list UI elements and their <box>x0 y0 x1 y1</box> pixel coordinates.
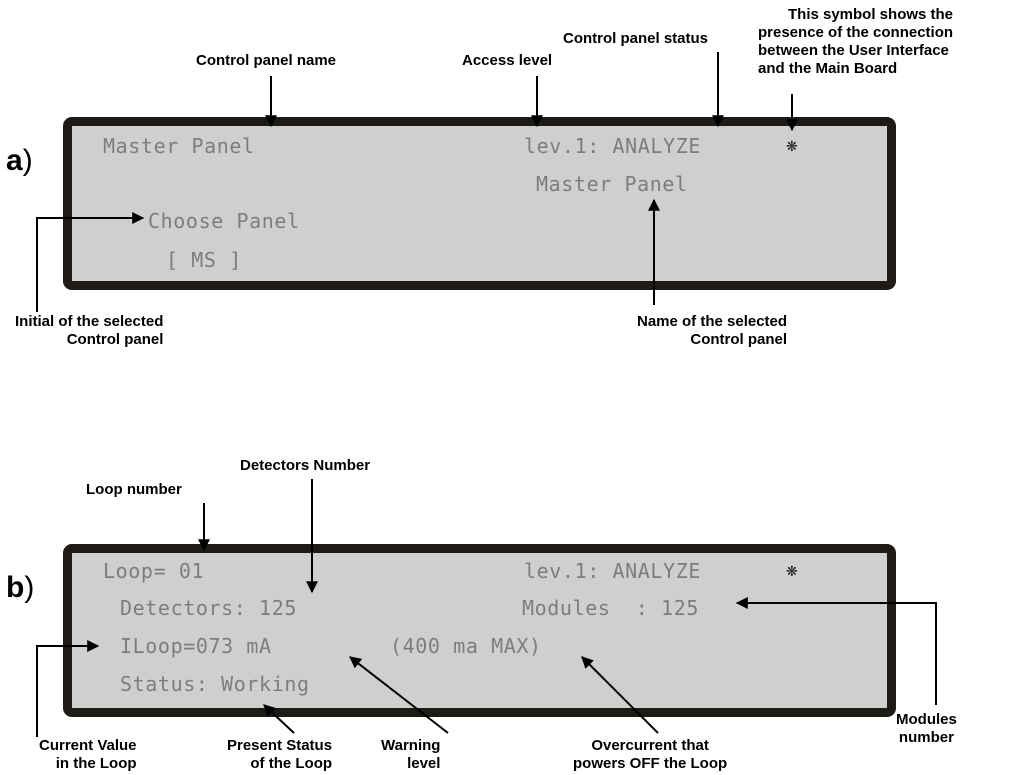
label-detectors-number: Detectors Number <box>240 457 371 474</box>
label-initial-line1: Initial of the selected <box>15 313 164 330</box>
lcd-display-a <box>63 117 896 290</box>
lcd-a-line1-left: Master Panel <box>103 134 255 158</box>
label-modules-number: Modules number <box>896 711 957 747</box>
label-modules-line2: number <box>898 729 954 746</box>
lcd-display-b <box>63 544 896 717</box>
lcd-b-line1-left: Loop= 01 <box>103 559 205 583</box>
lcd-b-line3-mid: (400 ma MAX) <box>390 634 542 658</box>
connection-dot-icon: ❋ <box>786 139 798 155</box>
label-initial-selected-panel: Initial of the selected Control panel <box>15 313 163 349</box>
label-overcurrent-line2: powers OFF the Loop <box>573 755 728 772</box>
panel-a-tag: a) <box>6 144 33 177</box>
lcd-b-line4-left: Status: Working <box>120 672 310 696</box>
label-warning-line1: Warning <box>381 737 441 754</box>
label-control-panel-status: Control panel status <box>563 30 709 47</box>
arrow-overcurrent <box>581 656 659 734</box>
connection-dot-icon: ❋ <box>786 564 798 580</box>
lcd-a-line1-right: lev.1: ANALYZE <box>524 134 701 158</box>
label-modules-line1: Modules <box>896 711 957 728</box>
label-current-value: Current Value in the Loop <box>39 737 137 773</box>
label-overcurrent: Overcurrent that powers OFF the Loop <box>573 737 727 773</box>
label-initial-line2: Control panel <box>66 331 164 348</box>
lcd-a-line4-left: [ MS ] <box>166 248 242 272</box>
label-access-level: Access level <box>462 52 553 69</box>
label-current-line2: in the Loop <box>55 755 137 772</box>
arrow-present-status <box>263 704 295 734</box>
lcd-b-line1-right: lev.1: ANALYZE <box>524 559 701 583</box>
label-warning-level: Warning level <box>381 737 440 773</box>
lcd-b-line2-left: Detectors: 125 <box>120 596 297 620</box>
label-selected-name-line1: Name of the selected <box>637 313 788 330</box>
lcd-b-line2-right: Modules : 125 <box>522 596 699 620</box>
label-selected-name-line2: Control panel <box>690 331 788 348</box>
label-warning-line2: level <box>407 755 441 772</box>
label-connection-symbol-line3: between the User Interface <box>758 42 949 59</box>
lcd-a-line2-right: Master Panel <box>536 172 688 196</box>
label-name-selected-panel: Name of the selected Control panel <box>637 313 787 349</box>
arrow-modules-number <box>735 597 937 705</box>
label-control-panel-name: Control panel name <box>196 52 337 69</box>
label-current-line1: Current Value <box>39 737 137 754</box>
label-overcurrent-line1: Overcurrent that <box>591 737 709 754</box>
lcd-a-line3-left: Choose Panel <box>148 209 300 233</box>
panel-b-tag: b) <box>6 571 35 604</box>
label-status-line2: of the Loop <box>250 755 333 772</box>
arrow-initial-selected-panel <box>36 212 145 312</box>
label-connection-symbol-line2: presence of the connection <box>758 24 954 41</box>
arrow-current-value <box>36 640 100 737</box>
label-present-status: Present Status of the Loop <box>227 737 332 773</box>
label-loop-number: Loop number <box>86 481 182 498</box>
label-connection-symbol-line4: and the Main Board <box>758 60 898 77</box>
label-connection-symbol: This symbol shows the presence of the co… <box>758 6 953 78</box>
lcd-b-line3-left: ILoop=073 mA <box>120 634 272 658</box>
arrow-warning-level <box>349 656 449 734</box>
label-status-line1: Present Status <box>227 737 333 754</box>
label-connection-symbol-line1: This symbol shows the <box>788 6 954 23</box>
